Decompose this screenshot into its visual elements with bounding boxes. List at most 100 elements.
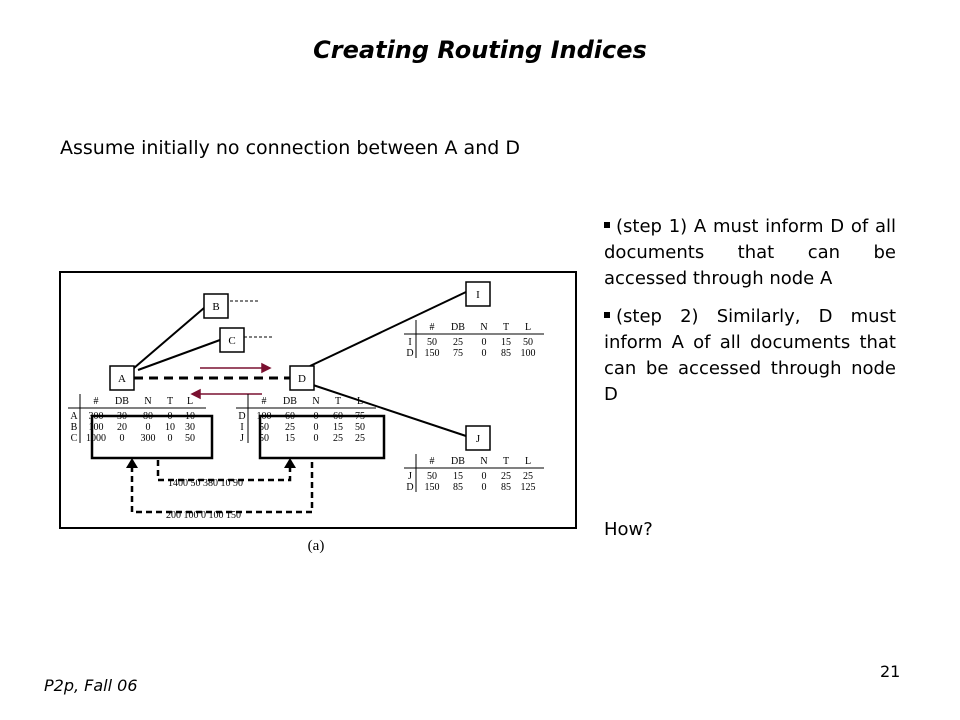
table-cell: 0 bbox=[146, 422, 151, 433]
table-cell: 100 bbox=[89, 422, 104, 433]
node-j-label: J bbox=[476, 433, 481, 445]
node-d-box bbox=[289, 365, 315, 391]
path-a-summary-to-d bbox=[156, 460, 292, 482]
table-cell: 15 bbox=[333, 422, 343, 433]
table-header-cell: L bbox=[187, 396, 193, 407]
node-b-box bbox=[203, 293, 229, 319]
square-bullet-icon bbox=[604, 222, 610, 228]
table-header-cell: N bbox=[312, 396, 319, 407]
table-row-label: J bbox=[408, 471, 412, 482]
table-header-cell: L bbox=[525, 456, 531, 467]
table-cell: 0 bbox=[482, 348, 487, 359]
table-cell: 0 bbox=[314, 433, 319, 444]
table-cell: 150 bbox=[425, 482, 440, 493]
table-header-cell: N bbox=[480, 456, 487, 467]
table-header-cell: L bbox=[525, 322, 531, 333]
table-cell: 0 bbox=[314, 422, 319, 433]
table-header-cell: T bbox=[335, 396, 341, 407]
footer-course: P2p, Fall 06 bbox=[44, 676, 138, 695]
table-cell: 300 bbox=[141, 433, 156, 444]
node-a-label: A bbox=[118, 373, 126, 385]
table-cell: 10 bbox=[165, 422, 175, 433]
edge-a-c bbox=[137, 339, 221, 371]
table-cell: 0 bbox=[482, 471, 487, 482]
intro-text: Assume initially no connection between A… bbox=[60, 137, 520, 159]
table-cell: 50 bbox=[259, 422, 269, 433]
table-cell: 85 bbox=[501, 348, 511, 359]
table-row-label: D bbox=[406, 348, 413, 359]
table-row-label: B bbox=[71, 422, 78, 433]
table-row-label: D bbox=[406, 482, 413, 493]
bullet-step-2: (step 2) Similarly, D must inform A of a… bbox=[604, 304, 896, 408]
table-header-cell: N bbox=[144, 396, 151, 407]
table-row-label: J bbox=[240, 433, 244, 444]
table-cell: 15 bbox=[285, 433, 295, 444]
table-header-cell: L bbox=[357, 396, 363, 407]
figure-frame bbox=[59, 271, 577, 529]
edge-a-b bbox=[133, 307, 205, 369]
table-cell: 150 bbox=[425, 348, 440, 359]
table-cell: 15 bbox=[501, 337, 511, 348]
bullet-text: (step 1) A must inform D of all document… bbox=[604, 216, 896, 289]
node-i-box bbox=[465, 281, 491, 307]
table-row-label: C bbox=[71, 433, 78, 444]
table-cell: 85 bbox=[453, 482, 463, 493]
node-b-label: B bbox=[212, 301, 219, 313]
node-c-box bbox=[219, 327, 245, 353]
table-cell: 25 bbox=[355, 433, 365, 444]
node-i-label: I bbox=[476, 289, 480, 301]
table-cell: 75 bbox=[453, 348, 463, 359]
table-header-cell: DB bbox=[451, 322, 465, 333]
table-cell: 25 bbox=[285, 422, 295, 433]
node-c-label: C bbox=[228, 335, 235, 347]
table-d-highlight bbox=[258, 414, 386, 460]
table-a-highlight bbox=[90, 414, 214, 460]
question-text: How? bbox=[604, 519, 653, 540]
table-cell: 25 bbox=[453, 337, 463, 348]
table-cell: 50 bbox=[185, 433, 195, 444]
table-cell: 25 bbox=[333, 433, 343, 444]
table-header-cell: DB bbox=[115, 396, 129, 407]
table-cell: 25 bbox=[523, 471, 533, 482]
summary-d-to-a: 200 100 0 100 150 bbox=[166, 510, 241, 521]
table-cell: 125 bbox=[521, 482, 536, 493]
table-cell: 100 bbox=[521, 348, 536, 359]
table-cell: 0 bbox=[120, 433, 125, 444]
bullet-text: (step 2) Similarly, D must inform A of a… bbox=[604, 306, 896, 405]
table-cell: 0 bbox=[482, 482, 487, 493]
table-cell: 85 bbox=[501, 482, 511, 493]
node-a-box bbox=[109, 365, 135, 391]
table-cell: 25 bbox=[501, 471, 511, 482]
table-cell: 15 bbox=[453, 471, 463, 482]
table-row-label: I bbox=[408, 337, 411, 348]
node-j-box bbox=[465, 425, 491, 451]
edge-d-i bbox=[309, 291, 467, 367]
table-cell: 50 bbox=[355, 422, 365, 433]
edge-d-j bbox=[309, 383, 467, 437]
table-cell: 0 bbox=[482, 337, 487, 348]
table-header-cell: N bbox=[480, 322, 487, 333]
node-d-label: D bbox=[298, 373, 306, 385]
bullet-step-1: (step 1) A must inform D of all document… bbox=[604, 214, 896, 292]
table-cell: 1000 bbox=[86, 433, 106, 444]
table-header-cell: T bbox=[503, 322, 509, 333]
table-header-cell: T bbox=[167, 396, 173, 407]
table-header-cell: DB bbox=[283, 396, 297, 407]
table-header-cell: # bbox=[94, 396, 99, 407]
table-cell: 20 bbox=[117, 422, 127, 433]
slide-title: Creating Routing Indices bbox=[313, 36, 647, 64]
table-header-cell: T bbox=[503, 456, 509, 467]
table-header-cell: DB bbox=[451, 456, 465, 467]
square-bullet-icon bbox=[604, 312, 610, 318]
table-row-label: D bbox=[238, 411, 245, 422]
table-header-cell: # bbox=[262, 396, 267, 407]
figure-caption: (a) bbox=[308, 538, 325, 554]
table-header-cell: # bbox=[430, 322, 435, 333]
table-row-label: I bbox=[240, 422, 243, 433]
bullet-list: (step 1) A must inform D of all document… bbox=[604, 214, 896, 420]
table-cell: 50 bbox=[427, 471, 437, 482]
path-d-summary-to-a bbox=[130, 462, 314, 514]
